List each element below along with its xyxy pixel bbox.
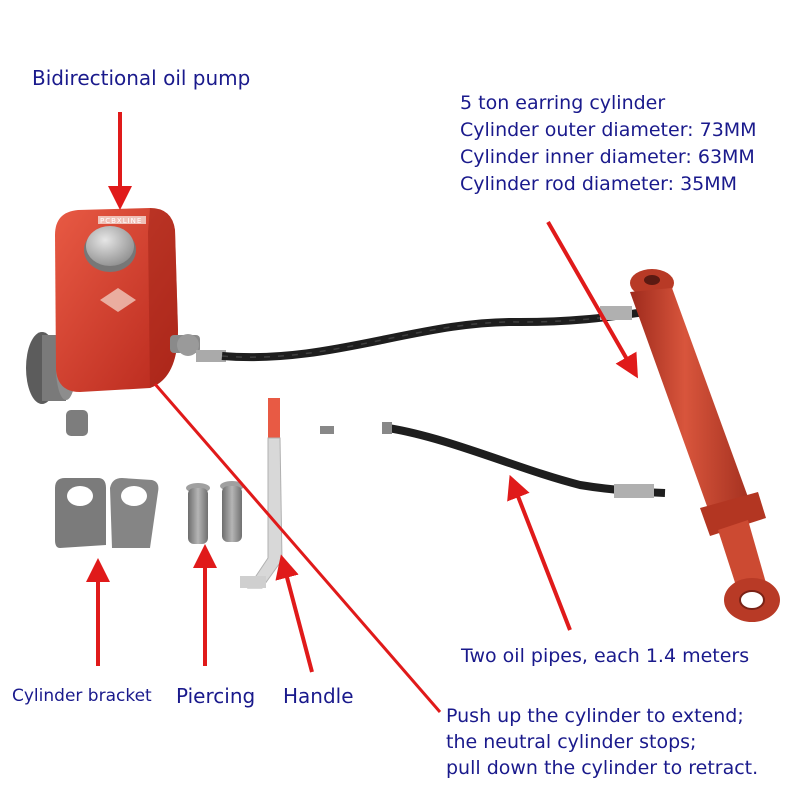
instruction-line: Push up the cylinder to extend; [446,705,744,727]
arrow-pipes [507,474,572,631]
label-oil-pipes: Two oil pipes, each 1.4 meters [461,645,750,667]
upper-oil-pipe [221,308,646,362]
loose-nut [66,410,88,436]
cylinder-brackets [55,478,159,548]
svg-text:PCBXLINE: PCBXLINE [100,217,142,225]
instruction-line: pull down the cylinder to retract. [446,757,759,779]
piercing-pins [186,481,244,544]
instruction-line: the neutral cylinder stops; [446,731,697,753]
spec-line: Cylinder inner diameter: 63MM [460,146,755,168]
earring-cylinder [630,269,780,622]
cylinder-barrel [630,288,752,520]
label-handle: Handle [283,684,354,708]
cylinder-spec-block: 5 ton earring cylinder Cylinder outer di… [460,90,757,198]
pump-handle [240,398,283,589]
spec-line: Cylinder outer diameter: 73MM [460,119,757,141]
arrow-cylinder [546,221,638,379]
oil-pump: PCBXLINE [26,208,226,436]
spec-line: Cylinder rod diameter: 35MM [460,173,738,195]
pump-cap [86,226,134,266]
arrow-instructions [153,383,442,713]
label-cylinder-bracket: Cylinder bracket [12,686,152,706]
lower-oil-pipe [387,424,666,497]
label-piercing: Piercing [176,684,256,708]
spec-line: 5 ton earring cylinder [460,92,666,114]
operation-instructions: Push up the cylinder to extend; the neut… [446,703,758,781]
label-oil-pump: Bidirectional oil pump [32,66,251,90]
pump-emblem [100,288,136,312]
annotation-arrows [86,112,638,713]
upper-pipe-fitting [600,306,632,320]
arrow-handle [275,554,314,673]
lower-pipe-fitting [614,484,654,498]
